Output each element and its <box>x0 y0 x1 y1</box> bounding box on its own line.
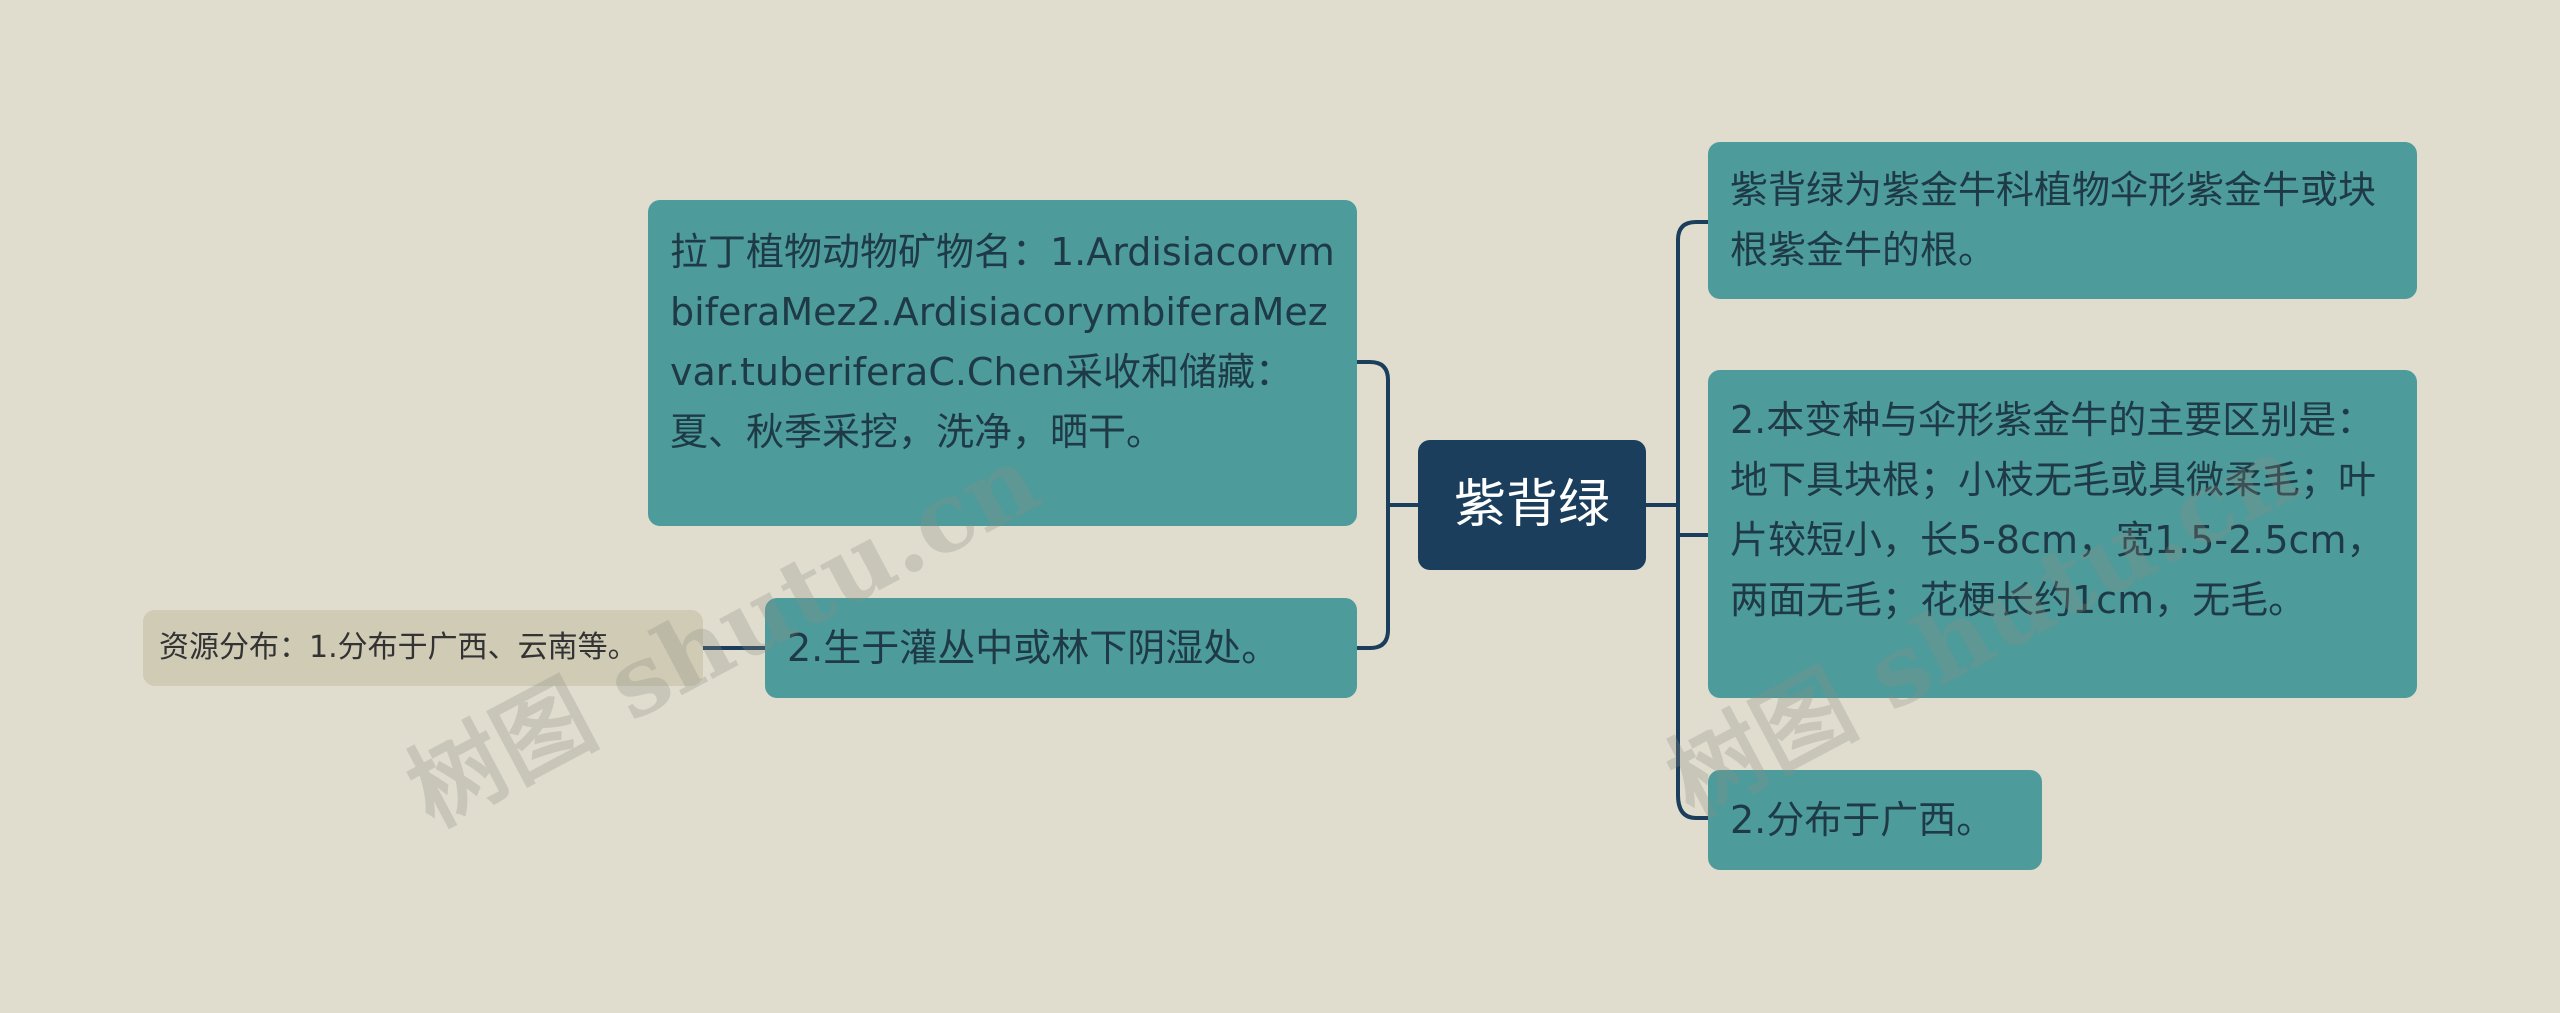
left-node-latin-name-text: 拉丁植物动物矿物名：1.ArdisiacorvmbiferaMez2.Ardis… <box>670 230 1335 454</box>
root-node[interactable]: 紫背绿 <box>1418 440 1646 570</box>
left-node-habitat[interactable]: 2.生于灌丛中或林下阴湿处。 <box>765 598 1357 698</box>
leaf-node-distribution[interactable]: 资源分布：1.分布于广西、云南等。 <box>143 610 703 686</box>
connector-left-2 <box>1355 628 1390 650</box>
right-node-source[interactable]: 紫背绿为紫金牛科植物伞形紫金牛或块根紫金牛的根。 <box>1708 142 2417 299</box>
connector-right-1 <box>1676 220 1710 242</box>
left-node-habitat-text: 2.生于灌丛中或林下阴湿处。 <box>787 626 1280 670</box>
connector-right-3 <box>1676 793 1710 820</box>
leaf-node-distribution-text: 资源分布：1.分布于广西、云南等。 <box>159 630 638 665</box>
right-node-distribution[interactable]: 2.分布于广西。 <box>1708 770 2042 870</box>
right-node-difference-text: 2.本变种与伞形紫金牛的主要区别是：地下具块根；小枝无毛或具微柔毛；叶片较短小，… <box>1730 398 2385 622</box>
right-node-difference[interactable]: 2.本变种与伞形紫金牛的主要区别是：地下具块根；小枝无毛或具微柔毛；叶片较短小，… <box>1708 370 2417 698</box>
right-node-source-text: 紫背绿为紫金牛科植物伞形紫金牛或块根紫金牛的根。 <box>1730 168 2377 272</box>
left-node-latin-name[interactable]: 拉丁植物动物矿物名：1.ArdisiacorvmbiferaMez2.Ardis… <box>648 200 1357 526</box>
root-node-label: 紫背绿 <box>1453 475 1610 535</box>
right-node-distribution-text: 2.分布于广西。 <box>1730 798 1995 842</box>
connector-left-1 <box>1355 360 1390 382</box>
